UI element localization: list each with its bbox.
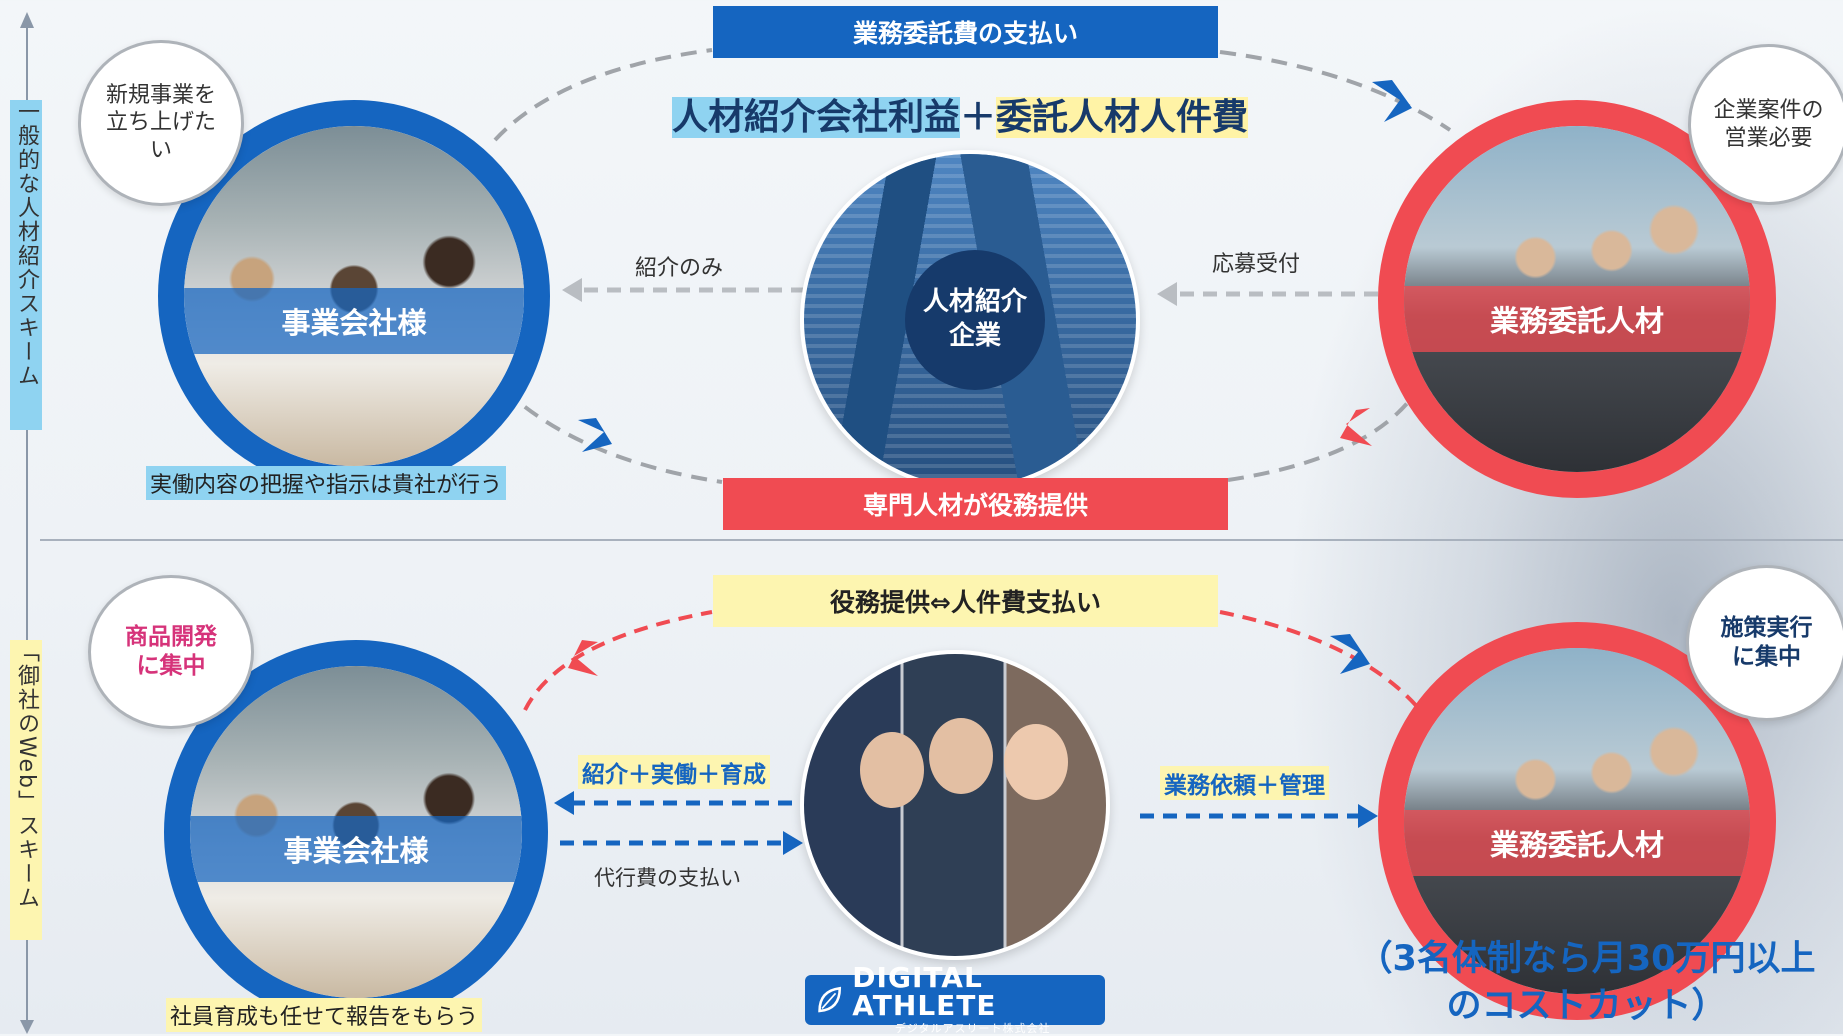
client-company-label-bottom: 事業会社様 [190, 816, 522, 882]
bottom-scheme-label: 「御社のWeb」スキーム [10, 640, 42, 940]
chevron-right-icon [578, 418, 612, 452]
axis-arrow-up-icon [20, 12, 34, 28]
staff-photo [804, 654, 1106, 956]
flow-application: 応募受付 [1212, 252, 1301, 277]
contractor-thought-bubble: 企業案件の営業必要 [1688, 44, 1843, 205]
chevron-left-icon [1340, 408, 1372, 446]
agency-disc: 人材紹介企業 [905, 250, 1045, 390]
profit-term-b: 委託人材人件費 [996, 97, 1249, 138]
top-arc-left [493, 48, 713, 142]
staff-face [860, 732, 924, 808]
chevron-right-icon [1330, 634, 1370, 674]
client-company-label: 事業会社様 [184, 288, 524, 354]
arrow-left-icon [1157, 282, 1177, 306]
chevron-right-icon [1372, 80, 1412, 122]
axis-arrow-down-icon [20, 1020, 34, 1034]
arrow-left-icon [554, 791, 574, 815]
top-payment-banner: 業務委託費の支払い [713, 6, 1218, 58]
arrow-right-icon [1358, 804, 1378, 828]
flow-intro-only: 紹介のみ [635, 256, 724, 281]
flow-agency-fee: 代行費の支払い [594, 866, 741, 890]
bottom-top-arc-right [1219, 610, 1422, 712]
chevron-left-icon [568, 640, 598, 676]
plus-sign: ＋ [960, 97, 997, 138]
profit-formula: 人材紹介会社利益＋委託人材人件費 [672, 88, 1249, 140]
profit-term-a: 人材紹介会社利益 [672, 97, 961, 138]
brand-title: DIGITAL ATHLETE [852, 961, 997, 1022]
flow-request-management: 業務依頼＋管理 [1160, 766, 1329, 800]
top-scheme-label: 一般的な人材紹介スキーム [10, 100, 42, 430]
staff-face [1004, 724, 1068, 800]
client-thought-bubble: 新規事業を立ち上げたい [78, 40, 244, 206]
brand-subtitle: デジタルアスリート株式会社 [894, 1022, 1051, 1035]
digital-athlete-logo: DIGITAL ATHLETE デジタルアスリート株式会社 [805, 964, 1105, 1035]
bottom-exchange-banner: 役務提供⇔人件費支払い [713, 575, 1218, 627]
service-provision-banner: 専門人材が役務提供 [723, 478, 1228, 530]
bottom-arc-left [503, 388, 723, 484]
bottom-top-arc-left [523, 610, 713, 711]
arrow-left-icon [562, 278, 582, 302]
staff-face [929, 718, 993, 794]
contractor-label-bottom: 業務委託人材 [1404, 810, 1750, 876]
contractor-label: 業務委託人材 [1404, 286, 1750, 352]
bottom-arc-right [1227, 398, 1412, 482]
flow-intro-work-training: 紹介＋実働＋育成 [578, 755, 770, 789]
arrow-right-icon [783, 831, 803, 855]
client-responsibility-note: 実働内容の把握や指示は貴社が行う [146, 466, 507, 500]
client-focus-bubble: 商品開発に集中 [88, 575, 254, 729]
staff-ring [800, 650, 1110, 960]
top-arc-right [1219, 50, 1452, 132]
cost-saving-text: （3名体制なら月30万円以上 のコストカット） [1357, 939, 1816, 1027]
leaf-logo-icon [818, 986, 842, 1013]
training-report-note: 社員育成も任せて報告をもらう [166, 998, 483, 1032]
contractor-focus-bubble: 施策実行に集中 [1686, 565, 1843, 721]
